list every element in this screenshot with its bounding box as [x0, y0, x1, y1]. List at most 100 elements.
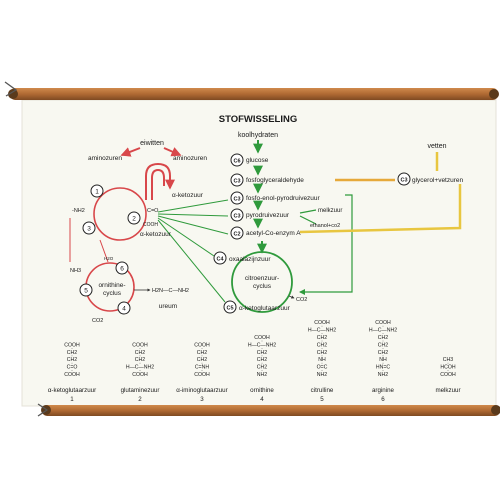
node-6-text: 6	[120, 266, 124, 273]
structure-line: CH2	[378, 335, 388, 341]
structure-number: 5	[320, 396, 324, 403]
structure-number: 6	[381, 396, 385, 403]
green-link-4	[157, 217, 215, 257]
acetyl-badge	[230, 226, 244, 240]
aminozuren-left-label: aminozuren	[88, 155, 122, 162]
red-arch-outer	[145, 162, 175, 200]
node-4-text: 4	[122, 306, 126, 313]
structure-name: ornithine	[250, 387, 274, 394]
ethanol-label: ethanol+co2	[310, 223, 340, 229]
structure-line: COOH	[375, 320, 391, 326]
fosfoenol-label: fosfo-enol-pyrodruivezuur	[246, 195, 321, 202]
urea-cycle: ornithine- cyclus 4 5 6 NH3 CO2 H2O H2N—…	[70, 256, 189, 324]
structure-line: H—C—NH2	[126, 365, 154, 371]
structure-line: COOH	[194, 372, 210, 378]
structure-line: CH2	[135, 357, 145, 363]
structure-line: CH2	[257, 350, 267, 356]
yellow-glycerol-to-acetyl	[299, 184, 462, 234]
structure-name: α-iminoglutaarzuur	[176, 387, 227, 394]
structure-line: NH2	[257, 372, 267, 378]
alpha-ketozuur-top-label: α-ketozuur	[172, 192, 204, 199]
structure-line: CH2	[197, 350, 207, 356]
structure-number: 4	[260, 396, 264, 403]
glycerol-badge-text: C3	[400, 178, 407, 184]
structure-name: citrulline	[311, 387, 334, 394]
oxaal-label: oxaalazijnzuur	[229, 256, 271, 263]
aminozuren-right-label: aminozuren	[173, 155, 207, 162]
structure-line: NH2	[378, 372, 388, 378]
ureum-label: ureum	[159, 303, 177, 310]
structure-line: CH2	[135, 350, 145, 356]
fosfoenol-badge	[230, 191, 244, 205]
top-rod	[4, 81, 499, 100]
glucose-badge-text: C6	[233, 159, 240, 165]
structure-line: NH2	[317, 372, 327, 378]
structure-number: 1	[70, 396, 74, 403]
h2o-label: H2O	[104, 256, 114, 261]
citric-cycle-ring	[231, 251, 293, 313]
structure-line: CH2	[67, 350, 77, 356]
nh2-label: -NH2	[72, 208, 85, 214]
glycerol-badge	[397, 172, 411, 186]
node-2	[127, 211, 141, 225]
structure-line: HN=C	[376, 365, 391, 371]
citric-acid-cycle: C4 oxaalazijnzuur citroenzuur- cyclus CO…	[157, 199, 307, 314]
node-5	[79, 283, 93, 297]
vetten-label: vetten	[427, 143, 446, 150]
structure-line: COOH	[254, 335, 270, 341]
structure-line: C=NH	[195, 365, 210, 371]
structure-line: CH2	[317, 335, 327, 341]
keto-badge	[223, 300, 237, 314]
structure-line: H—C—NH2	[369, 328, 397, 334]
fosfoglyceraldehyde-badge	[230, 173, 244, 187]
citric-cycle-label-1: citroenzuur-	[245, 275, 279, 282]
pyrodruivezuur-label: pyrodruivezuur	[246, 212, 290, 219]
ornithine-label-2: cyclus	[103, 290, 122, 297]
structure-line: COOH	[132, 372, 148, 378]
structure-name: glutaminezuur	[121, 387, 160, 394]
urea-co2-label: CO2	[92, 318, 103, 324]
structure-line: CH2	[257, 357, 267, 363]
red-eiwit-left	[120, 147, 141, 157]
red-arch-inner	[151, 168, 165, 200]
structure-line: CH2	[378, 342, 388, 348]
structure-line: NH	[379, 357, 387, 363]
fosfoglyceraldehyde-badge-text: C3	[233, 179, 240, 185]
structure-line: COOH	[132, 342, 148, 348]
transamination-ring	[93, 187, 147, 241]
structure-line: COOH	[64, 342, 80, 348]
red-link-cross	[99, 239, 109, 263]
node-6	[115, 261, 129, 275]
green-link-3	[157, 215, 229, 235]
node-3	[82, 221, 96, 235]
structure-line: C=O	[67, 365, 78, 371]
acetyl-badge-text: C2	[233, 232, 240, 238]
node-1-text: 1	[95, 189, 99, 196]
ornithine-label-1: ornithine-	[98, 282, 125, 289]
structure-name: melkzuur	[435, 387, 460, 394]
co2-arrow	[288, 295, 295, 299]
keto-label: α-ketoglutaarzuur	[239, 305, 291, 312]
green-branch-melkzuur	[299, 209, 317, 214]
structure-line: CH2	[67, 357, 77, 363]
nh3-label: NH3	[70, 268, 81, 274]
melkzuur-label: melkzuur	[318, 208, 342, 214]
fats-pathway: vetten C3 glycerol+vetzuren	[299, 143, 464, 234]
ureum-formula: H2N—C—NH2	[152, 288, 189, 294]
structure-line: CH2	[378, 350, 388, 356]
alpha-ketozuur-mid-label: α-ketozuur	[140, 231, 172, 238]
glycerol-label: glycerol+vetzuren	[412, 177, 464, 184]
structure-line: CH2	[317, 350, 327, 356]
structure-line: H—C—NH2	[248, 342, 276, 348]
green-link-2	[157, 213, 229, 217]
structure-formulas: COOHCH2CH2C=OCOOHα-ketoglutaarzuur1COOHC…	[48, 320, 461, 403]
oxaal-badge-text: C4	[216, 257, 224, 263]
structure-line: HCOH	[440, 365, 456, 371]
node-5-text: 5	[84, 288, 88, 295]
structure-line: COOH	[440, 372, 456, 378]
structure-line: CH3	[443, 357, 453, 363]
node-1	[90, 184, 104, 198]
structure-line: O=C	[317, 365, 328, 371]
cooh-label: COOH	[143, 222, 158, 228]
